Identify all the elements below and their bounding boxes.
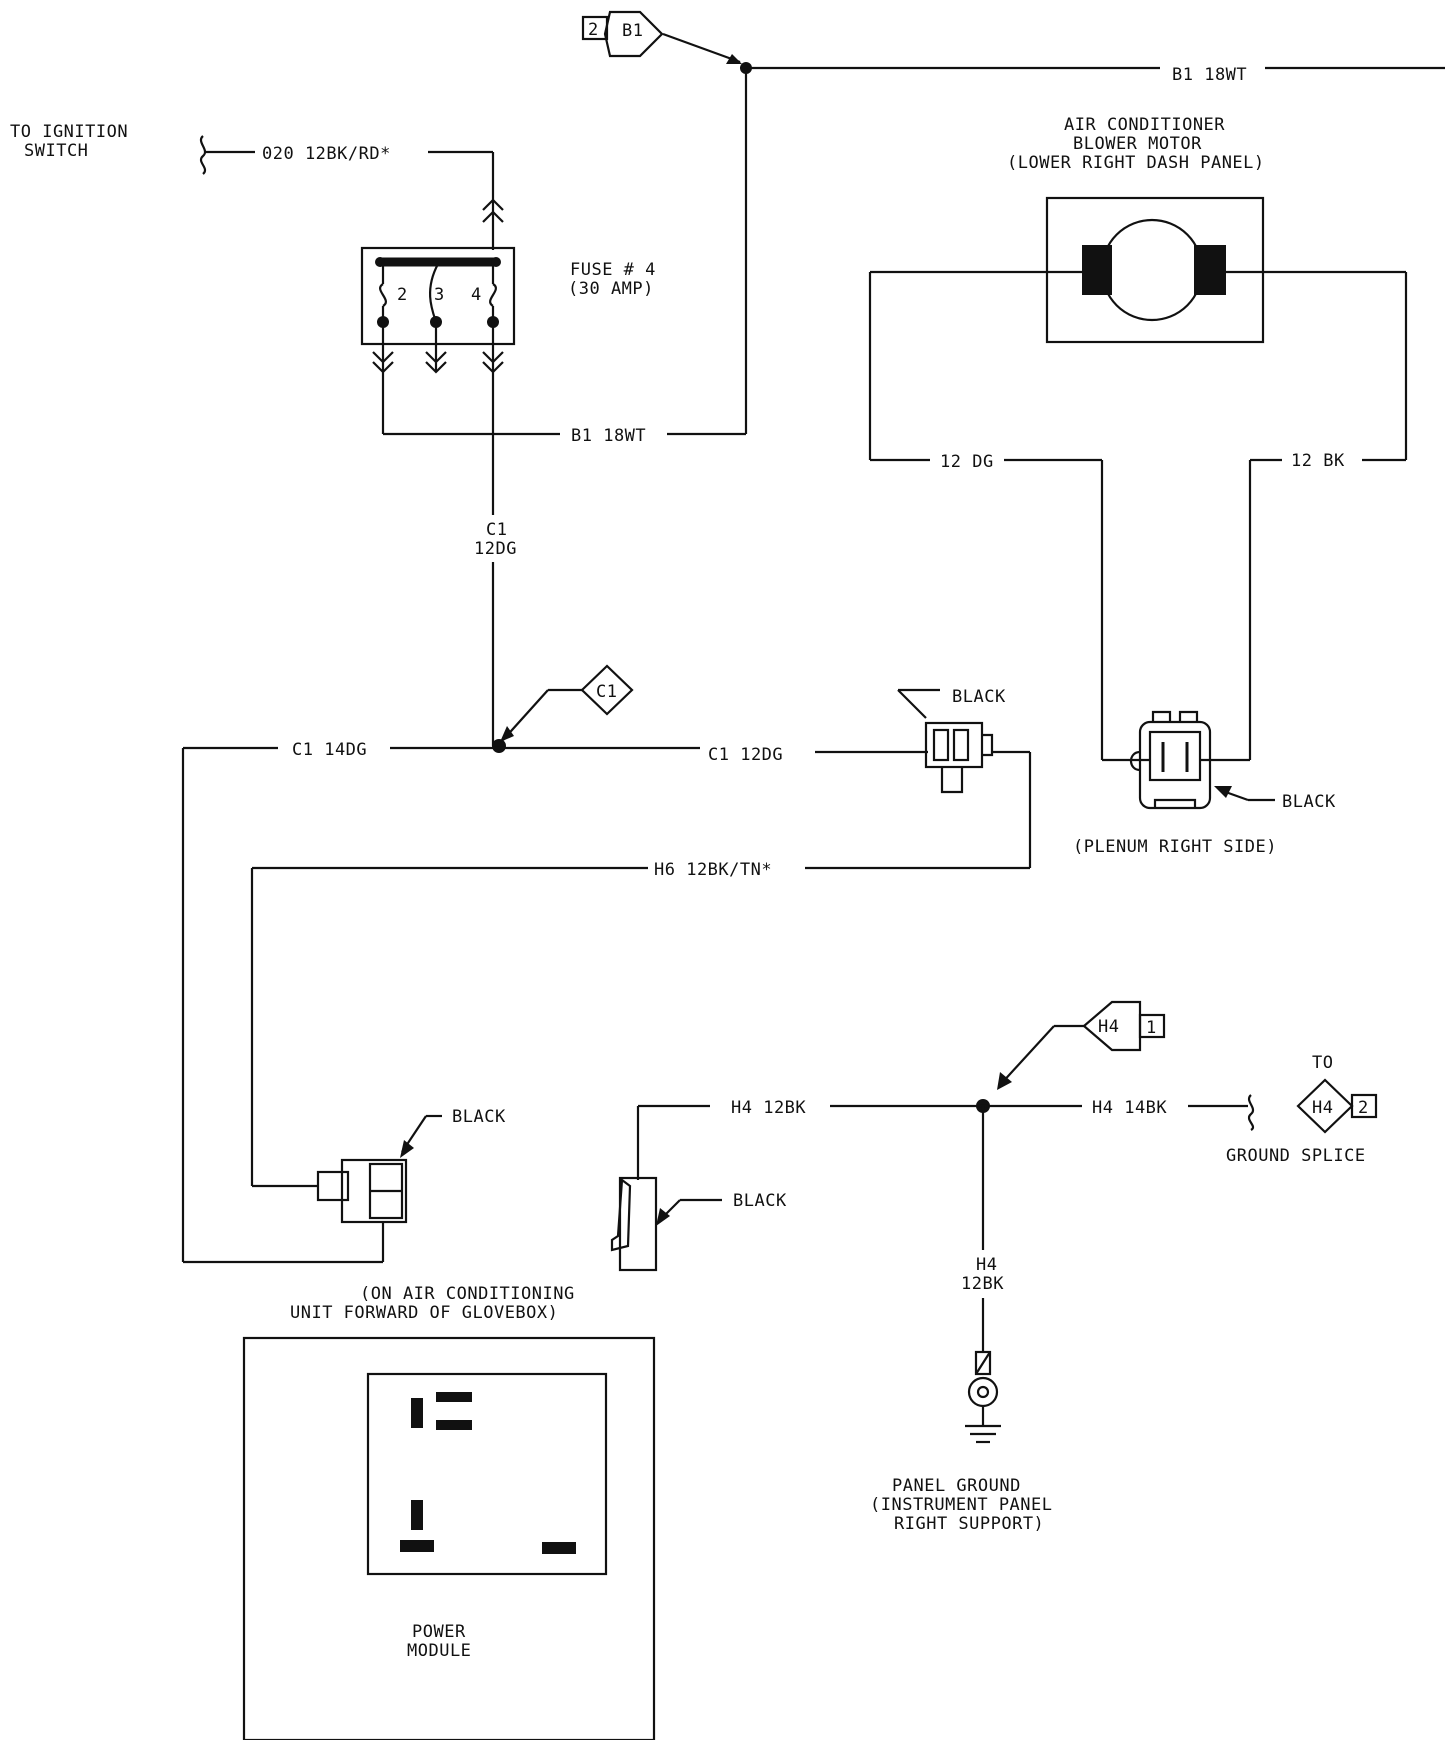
panel-ground-label-3: RIGHT SUPPORT) (894, 1514, 1044, 1534)
plenum-black-arrowhead (1214, 786, 1232, 798)
dg12-wire-label: 12 DG (940, 452, 994, 472)
b1-splice-reference: 2 B1 (581, 10, 664, 58)
c1-splice-dot (492, 739, 506, 753)
lower-black-label: BLACK (733, 1191, 787, 1211)
fuse-pin-2-label: 2 (397, 285, 408, 305)
c1-right-wire-label: C1 12DG (708, 745, 783, 765)
ground-splice-label: GROUND SPLICE (1226, 1146, 1366, 1166)
b1-top-wire-label: B1 18WT (1172, 65, 1247, 85)
lower-black-arrowhead (656, 1208, 670, 1226)
ground-splice-to-label: TO (1312, 1053, 1333, 1073)
ground-splice-break-symbol (1247, 1094, 1255, 1131)
plenum-black-label: BLACK (1282, 792, 1336, 812)
b1-fuse-wire-label: B1 18WT (571, 426, 646, 446)
fuse-pin3-chevrons (425, 351, 447, 374)
h6-wire-label: H6 12BK/TN* (654, 860, 772, 880)
power-connector-black-label: BLACK (452, 1107, 506, 1127)
lower-black-connector (610, 1176, 658, 1272)
bk12-wire-label: 12 BK (1291, 451, 1345, 471)
power-connector-arrowhead (400, 1140, 414, 1158)
h4-top-splice-id: H4 (1098, 1017, 1119, 1037)
ignition-wire-label: 020 12BK/RD* (262, 144, 391, 164)
power-module-label-1: POWER (412, 1622, 466, 1642)
h4-top-splice-reference: H4 1 (1082, 1000, 1166, 1052)
blower-label-3: (LOWER RIGHT DASH PANEL) (1007, 153, 1265, 173)
c1-vertical-label-1: C1 (486, 520, 507, 540)
ac-unit-label-1: (ON AIR CONDITIONING (360, 1284, 575, 1304)
c1-splice-reference: C1 (580, 664, 634, 716)
fuse-pin-3-label: 3 (434, 285, 445, 305)
ignition-connector-chevrons (482, 198, 504, 223)
blower-label-1: AIR CONDITIONER (1064, 115, 1225, 135)
c1-left-wire-label: C1 14DG (292, 740, 367, 760)
panel-ground-symbol (965, 1350, 1001, 1444)
power-module (242, 1336, 656, 1740)
upper-black-pointer (897, 689, 927, 719)
c1-arrowhead (500, 726, 514, 742)
blower-motor (1045, 196, 1265, 344)
h4-down-label-1: H4 (976, 1255, 997, 1275)
b1-page-number: 2 (588, 20, 599, 40)
upper-black-connector (924, 721, 994, 794)
c1-vertical-label-2: 12DG (474, 539, 517, 559)
b1-pointer-line (662, 32, 741, 64)
plenum-label: (PLENUM RIGHT SIDE) (1073, 837, 1277, 857)
plenum-connector (1129, 710, 1212, 810)
fuse-label-1: FUSE # 4 (570, 260, 656, 280)
fuse-4: 2 3 4 (360, 246, 516, 346)
ignition-label-1: TO IGNITION (10, 122, 128, 142)
h4-right-page-number: 2 (1358, 1098, 1369, 1118)
power-module-connector (316, 1158, 408, 1224)
panel-ground-label-1: PANEL GROUND (892, 1476, 1021, 1496)
h4-right-splice-id: H4 (1312, 1098, 1333, 1118)
fuse-pin2-chevrons (372, 351, 394, 374)
h4-left-wire-label: H4 12BK (731, 1098, 806, 1118)
panel-ground-label-2: (INSTRUMENT PANEL (870, 1495, 1053, 1515)
ignition-break-symbol (199, 135, 207, 175)
h4-right-wire-label: H4 14BK (1092, 1098, 1167, 1118)
fuse-pin-4-label: 4 (471, 285, 482, 305)
c1-splice-id: C1 (596, 682, 617, 702)
b1-arrowhead (726, 54, 742, 64)
h4-arrowhead (997, 1072, 1012, 1090)
ignition-label-2: SWITCH (24, 141, 88, 161)
ac-unit-label-2: UNIT FORWARD OF GLOVEBOX) (290, 1303, 558, 1323)
h4-down-label-2: 12BK (961, 1274, 1004, 1294)
h4-right-splice-reference: H4 2 (1296, 1078, 1378, 1134)
power-module-label-2: MODULE (407, 1641, 471, 1661)
b1-splice-id: B1 (622, 21, 643, 41)
upper-black-label: BLACK (952, 687, 1006, 707)
fuse-label-2: (30 AMP) (568, 279, 654, 299)
blower-label-2: BLOWER MOTOR (1073, 134, 1202, 154)
h4-pointer-line (999, 1025, 1055, 1086)
h4-top-page-number: 1 (1146, 1018, 1157, 1038)
